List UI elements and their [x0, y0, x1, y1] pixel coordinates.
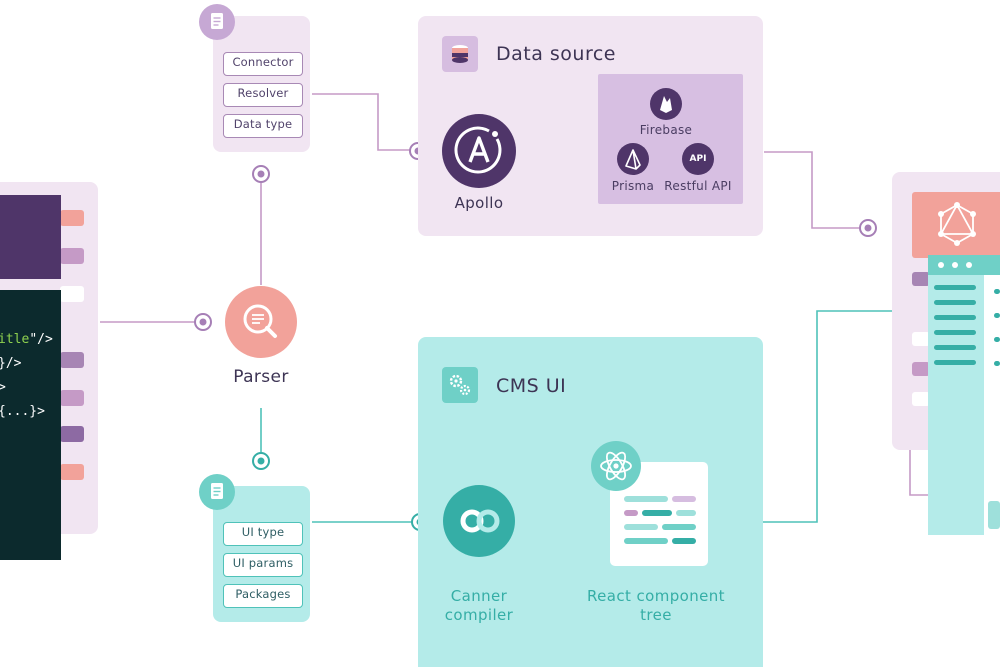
swatch: [912, 272, 930, 286]
apollo-icon: [454, 126, 502, 174]
swatch: [60, 248, 84, 264]
content-mark: [994, 289, 1000, 294]
port-left-panel: [194, 313, 212, 331]
tree-bar: [624, 510, 638, 516]
tree-bar: [672, 538, 696, 544]
canner-icon: [460, 509, 500, 533]
providers-box: Firebase Prisma API Restful API: [598, 74, 743, 204]
restful-api-label: Restful API: [664, 179, 732, 193]
swatch: [60, 286, 84, 302]
tree-bar: [672, 496, 696, 502]
data-config-card: Connector Resolver Data type: [199, 4, 310, 152]
apollo-node: [442, 114, 516, 188]
chip-resolver: Resolver: [223, 83, 303, 107]
prisma-label: Prisma: [611, 179, 655, 193]
document-icon: [199, 4, 235, 40]
code-text: }/>: [0, 356, 22, 371]
magnifier-icon: [243, 304, 277, 338]
chip-connector: Connector: [223, 52, 303, 76]
tree-bar: [676, 510, 696, 516]
window-dot: [966, 262, 972, 268]
port-bottom-config: [252, 452, 270, 470]
tree-bar: [624, 496, 668, 502]
code-text: {...}>: [0, 404, 45, 419]
parser-label: Parser: [233, 367, 289, 387]
chip-ui-params: UI params: [223, 553, 303, 577]
data-source-panel: Data source Apollo Firebase Prisma API R…: [418, 16, 763, 236]
tree-bar: [624, 538, 668, 544]
swatch: [912, 362, 930, 376]
content-mark: [994, 361, 1000, 366]
swatch: [60, 426, 84, 442]
cms-ui-panel: CMS UI Canner compiler React component: [418, 337, 763, 667]
code-keyword: itle: [0, 332, 30, 347]
content-mark: [988, 501, 1000, 529]
content-mark: [994, 313, 1000, 318]
swatch: [60, 464, 84, 480]
window-content: [984, 275, 1000, 535]
api-badge-text: API: [689, 154, 707, 164]
swatch: [60, 352, 84, 368]
react-component-card: [610, 462, 708, 566]
parser-node: [225, 286, 297, 358]
menu-bar: [934, 300, 976, 305]
ui-config-card: UI type UI params Packages: [199, 474, 310, 622]
code-text: "/>: [29, 332, 53, 347]
prisma-icon: [617, 143, 649, 175]
canner-compiler-node: [443, 485, 515, 557]
graphql-header: [912, 192, 1000, 258]
chip-ui-type: UI type: [223, 522, 303, 546]
graphql-icon: [938, 202, 976, 246]
tree-bar: [624, 524, 658, 530]
chip-data-type: Data type: [223, 114, 303, 138]
compiler-label-line1: Canner: [450, 587, 508, 605]
compiler-label-line2: compiler: [444, 606, 514, 624]
tree-bar: [662, 524, 696, 530]
chip-packages: Packages: [223, 584, 303, 608]
port-graphql: [859, 219, 877, 237]
schema-header-block: [0, 195, 61, 279]
api-icon: API: [682, 143, 714, 175]
menu-bar: [934, 360, 976, 365]
database-icon: [442, 36, 478, 72]
gears-icon: [442, 367, 478, 403]
code-text: >: [0, 380, 6, 395]
cms-window: [928, 255, 1000, 535]
swatch: [60, 210, 84, 226]
firebase-icon: [650, 88, 682, 120]
window-dot: [938, 262, 944, 268]
react-label-line2: tree: [640, 606, 672, 624]
firebase-label: Firebase: [639, 123, 693, 137]
code-editor: itle"/> }/> > {...}>: [0, 290, 61, 560]
content-mark: [994, 337, 1000, 342]
menu-bar: [934, 315, 976, 320]
apollo-label: Apollo: [454, 194, 504, 212]
swatch: [912, 392, 930, 406]
react-icon: [591, 441, 641, 491]
menu-bar: [934, 285, 976, 290]
document-icon: [199, 474, 235, 510]
data-source-title: Data source: [496, 43, 617, 65]
menu-bar: [934, 330, 976, 335]
swatch: [912, 332, 930, 346]
menu-bar: [934, 345, 976, 350]
cms-ui-title: CMS UI: [496, 375, 567, 397]
react-label-line1: React component: [587, 587, 725, 605]
window-dot: [952, 262, 958, 268]
swatch: [60, 390, 84, 406]
port-top-config: [252, 165, 270, 183]
window-titlebar: [928, 255, 1000, 275]
tree-bar: [642, 510, 672, 516]
